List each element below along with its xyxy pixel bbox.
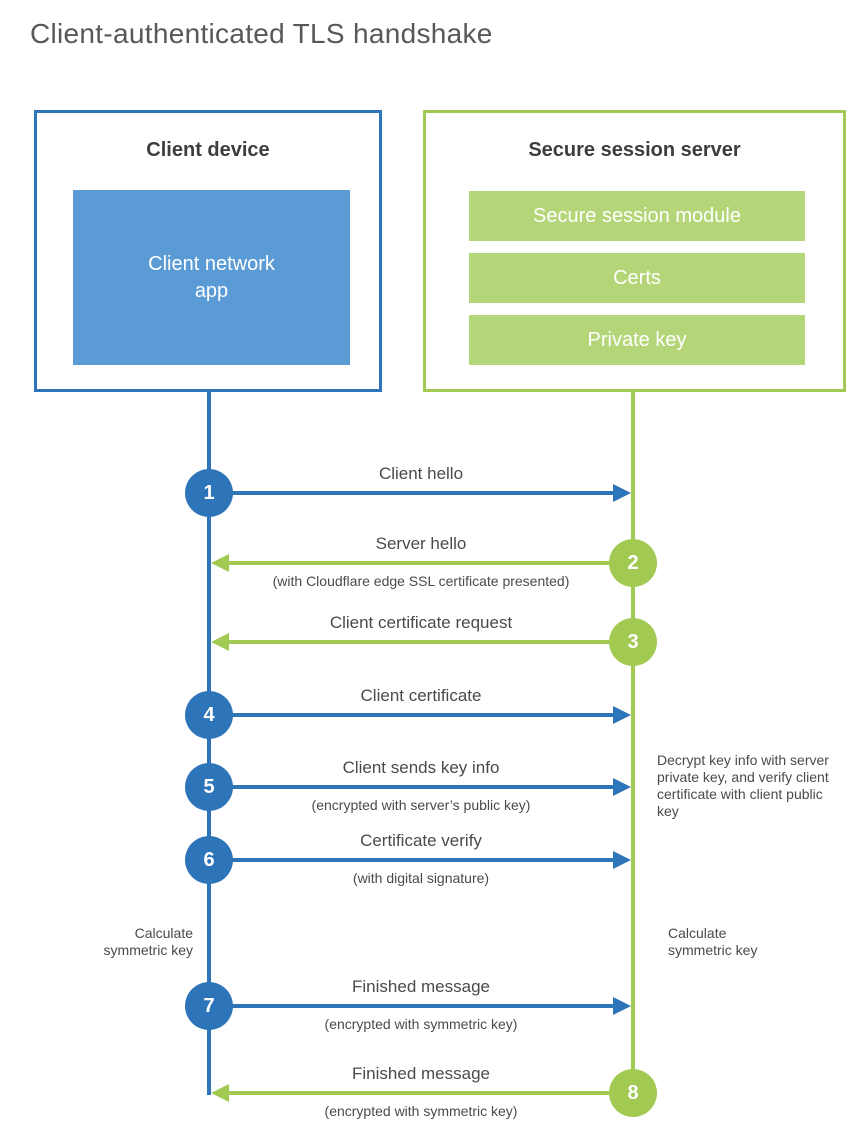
arrow-line [209, 858, 613, 862]
arrow-label: Server hello [375, 534, 467, 553]
server-decrypt-note: Decrypt key info with server private key… [657, 752, 829, 819]
server-calculate-symmetric-key-note: Calculate symmetric key [668, 925, 758, 958]
client-network-app-label: Client network app [148, 252, 275, 302]
arrow-label: Client certificate [360, 686, 482, 705]
arrow-line [229, 640, 633, 644]
step-number-badge: 2 [609, 539, 657, 587]
step-number-badge: 6 [185, 836, 233, 884]
page-title: Client-authenticated TLS handshake [30, 18, 493, 49]
server-module-bar: Secure session module [469, 191, 805, 241]
arrowhead-right-icon [613, 484, 631, 502]
arrowhead-right-icon [613, 778, 631, 796]
arrow-line [209, 491, 613, 495]
arrowhead-right-icon [613, 997, 631, 1015]
arrow-line [209, 1004, 613, 1008]
arrowhead-left-icon [211, 554, 229, 572]
client-lifeline [207, 392, 211, 1095]
server-title: Secure session server [528, 139, 741, 161]
arrowhead-left-icon [211, 1084, 229, 1102]
server-box: Secure session server Secure session mod… [423, 110, 846, 392]
arrowhead-right-icon [613, 851, 631, 869]
arrow-sublabel: (encrypted with server’s public key) [311, 797, 531, 813]
step-number-badge: 1 [185, 469, 233, 517]
step-number-badge: 5 [185, 763, 233, 811]
server-lifeline [631, 392, 635, 1095]
arrow-line [229, 1091, 633, 1095]
client-calculate-symmetric-key-note: Calculate symmetric key [103, 925, 193, 958]
arrow-label: Client sends key info [342, 758, 500, 777]
arrow-label: Client certificate request [329, 613, 513, 632]
server-module-bar: Certs [469, 253, 805, 303]
arrow-line [209, 785, 613, 789]
arrow-line [209, 713, 613, 717]
client-device-title: Client device [146, 139, 270, 161]
arrow-sublabel: (with digital signature) [352, 870, 490, 886]
step-number-badge: 8 [609, 1069, 657, 1117]
arrow-sublabel: (encrypted with symmetric key) [324, 1016, 518, 1032]
arrow-label: Finished message [352, 1064, 490, 1083]
arrow-label: Finished message [352, 977, 490, 996]
arrow-line [229, 561, 633, 565]
arrow-sublabel: (encrypted with symmetric key) [324, 1103, 518, 1119]
arrowhead-left-icon [211, 633, 229, 651]
step-number-badge: 7 [185, 982, 233, 1030]
client-device-box: Client device Client network app [34, 110, 382, 392]
client-network-app-box: Client network app [73, 190, 350, 365]
arrow-label: Certificate verify [360, 831, 482, 850]
arrowhead-right-icon [613, 706, 631, 724]
arrow-sublabel: (with Cloudflare edge SSL certificate pr… [272, 573, 570, 589]
step-number-badge: 3 [609, 618, 657, 666]
step-number-badge: 4 [185, 691, 233, 739]
server-module-bar: Private key [469, 315, 805, 365]
arrow-label: Client hello [378, 464, 464, 483]
